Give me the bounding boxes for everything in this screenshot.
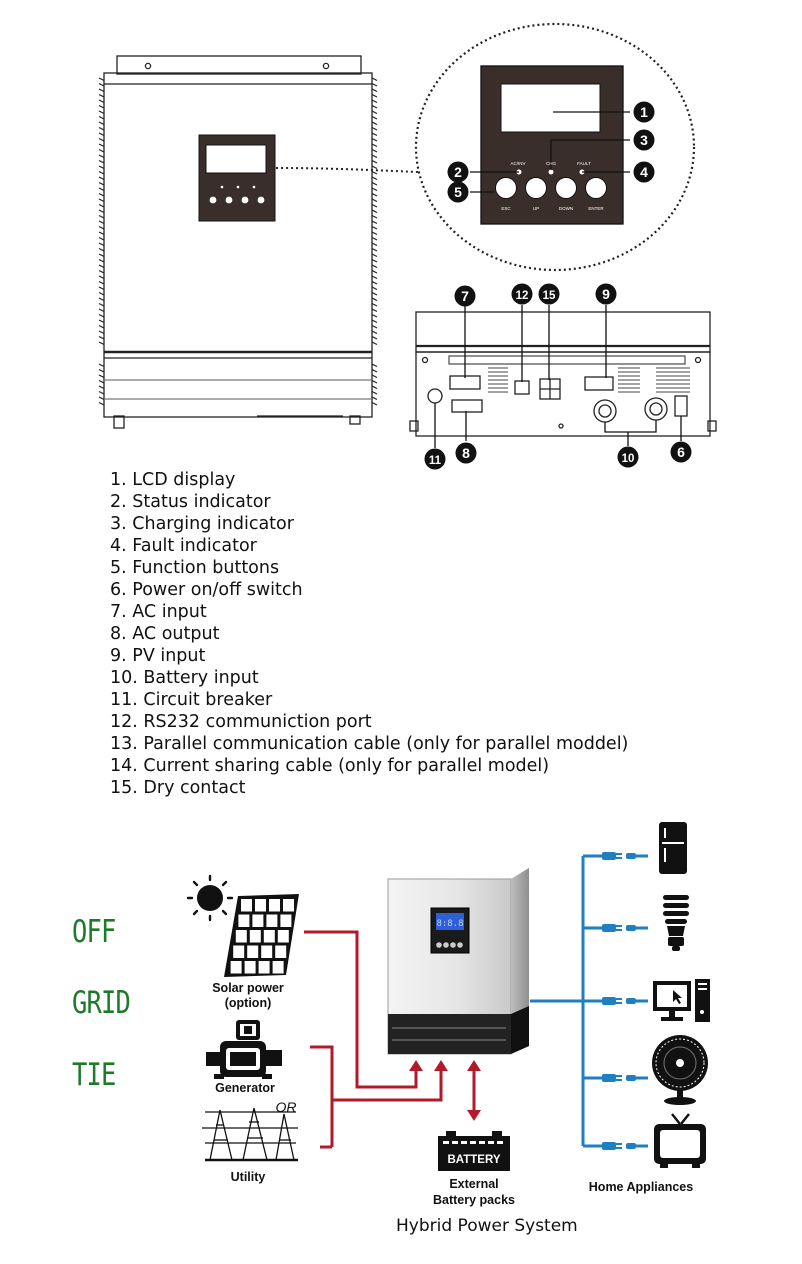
fan-icon	[652, 1035, 708, 1105]
svg-text:12: 12	[516, 290, 529, 302]
callout-badge-6: 6	[670, 441, 692, 463]
callout-badge-10: 10	[617, 446, 639, 468]
indicator-acinv-label: AC/INV	[510, 161, 525, 166]
svg-text:8:8.8: 8:8.8	[436, 919, 463, 929]
bottom-vents	[488, 367, 690, 393]
off-word: OFF	[72, 914, 116, 950]
legend-item: 2. Status indicator	[110, 492, 271, 512]
legend-item: 1. LCD display	[110, 470, 236, 490]
legend-item: 10. Battery input	[110, 668, 259, 688]
tie-word: TIE	[72, 1057, 116, 1093]
bottom-leader-lines	[434, 305, 682, 448]
legend-item: 12. RS232 communiction port	[110, 712, 372, 732]
legend-item: 8. AC output	[110, 624, 220, 644]
esc-button-label: ESC	[501, 206, 511, 211]
legend-item: 7. AC input	[110, 602, 207, 622]
legend-item: 9. PV input	[110, 646, 206, 666]
battery-packs-label: Battery packs	[433, 1193, 515, 1207]
computer-icon	[653, 979, 710, 1022]
solar-option-label: (option)	[224, 996, 272, 1010]
solar-panel-icon	[224, 894, 299, 977]
callout-badge-12: 12	[511, 283, 533, 305]
svg-text:7: 7	[461, 288, 469, 304]
legend-item: 3. Charging indicator	[110, 514, 294, 534]
inverter-front-view	[103, 55, 373, 429]
or-label: OR	[275, 1099, 297, 1115]
callout-badge-2: 2	[447, 161, 469, 183]
legend-item: 15. Dry contact	[110, 778, 246, 798]
svg-text:11: 11	[429, 455, 442, 467]
svg-text:6: 6	[677, 444, 685, 460]
utility-pylons-icon	[202, 1107, 298, 1162]
legend-item: 13. Parallel communication cable (only f…	[110, 734, 629, 754]
utility-label: Utility	[230, 1170, 266, 1184]
battery-text: BATTERY	[447, 1154, 500, 1166]
up-button-label: UP	[533, 206, 539, 211]
cooling-fins	[98, 77, 378, 406]
generator-icon	[206, 1020, 282, 1079]
callout-badge-8: 8	[455, 442, 477, 464]
callout-badge-7: 7	[454, 285, 476, 307]
red-arrowheads	[409, 1060, 481, 1121]
zoomed-control-panel: AC/INV CHG FAULT ESC UP DOWN ENTER	[470, 65, 630, 225]
legend-item: 11. Circuit breaker	[110, 690, 273, 710]
tv-icon	[654, 1113, 706, 1168]
grid-word: GRID	[72, 985, 131, 1021]
callout-badge-3: 3	[633, 129, 655, 151]
zoom-circle	[414, 22, 696, 272]
callout-badge-5: 5	[447, 181, 469, 203]
external-label: External	[449, 1177, 499, 1191]
solar-power-label: Solar power	[212, 981, 284, 995]
inverter-bottom-view	[409, 311, 717, 437]
indicator-fault-label: FAULT	[577, 161, 591, 166]
front-control-panel	[198, 134, 276, 222]
callout-badge-4: 4	[633, 161, 655, 183]
bulb-icon	[663, 895, 689, 951]
svg-text:15: 15	[543, 290, 556, 302]
callout-badge-15: 15	[538, 283, 560, 305]
down-button-label: DOWN	[559, 206, 573, 211]
enter-button-label: ENTER	[588, 206, 604, 211]
svg-text:5: 5	[454, 184, 462, 200]
home-appliances-label: Home Appliances	[588, 1180, 694, 1194]
callout-badge-11: 11	[424, 448, 446, 470]
system-title: Hybrid Power System	[396, 1216, 578, 1236]
hybrid-inverter-unit: 8:8.8	[387, 868, 529, 1055]
svg-text:4: 4	[640, 164, 648, 180]
blue-distribution-lines	[530, 854, 604, 1148]
callout-badge-1: 1	[633, 101, 655, 123]
sun-icon	[186, 874, 234, 922]
legend-item: 4. Fault indicator	[110, 536, 257, 556]
svg-text:3: 3	[640, 132, 648, 148]
callout-badge-9: 9	[595, 283, 617, 305]
legend-item: 14. Current sharing cable (only for para…	[110, 756, 550, 776]
legend-item: 6. Power on/off switch	[110, 580, 303, 600]
red-power-lines	[304, 930, 476, 1149]
component-legend: 1. LCD display 2. Status indicator 3. Ch…	[110, 469, 628, 799]
zoom-leader-line	[275, 167, 419, 173]
svg-text:9: 9	[602, 286, 610, 302]
plug-connectors	[602, 852, 648, 1150]
indicator-chg-label: CHG	[546, 161, 556, 166]
svg-text:10: 10	[622, 453, 635, 465]
generator-label: Generator	[215, 1081, 275, 1095]
svg-text:2: 2	[454, 164, 462, 180]
svg-text:8: 8	[462, 445, 470, 461]
fridge-icon	[659, 822, 687, 874]
legend-item: 5. Function buttons	[110, 558, 280, 578]
battery-icon: BATTERY	[438, 1131, 510, 1171]
svg-text:1: 1	[640, 104, 648, 120]
